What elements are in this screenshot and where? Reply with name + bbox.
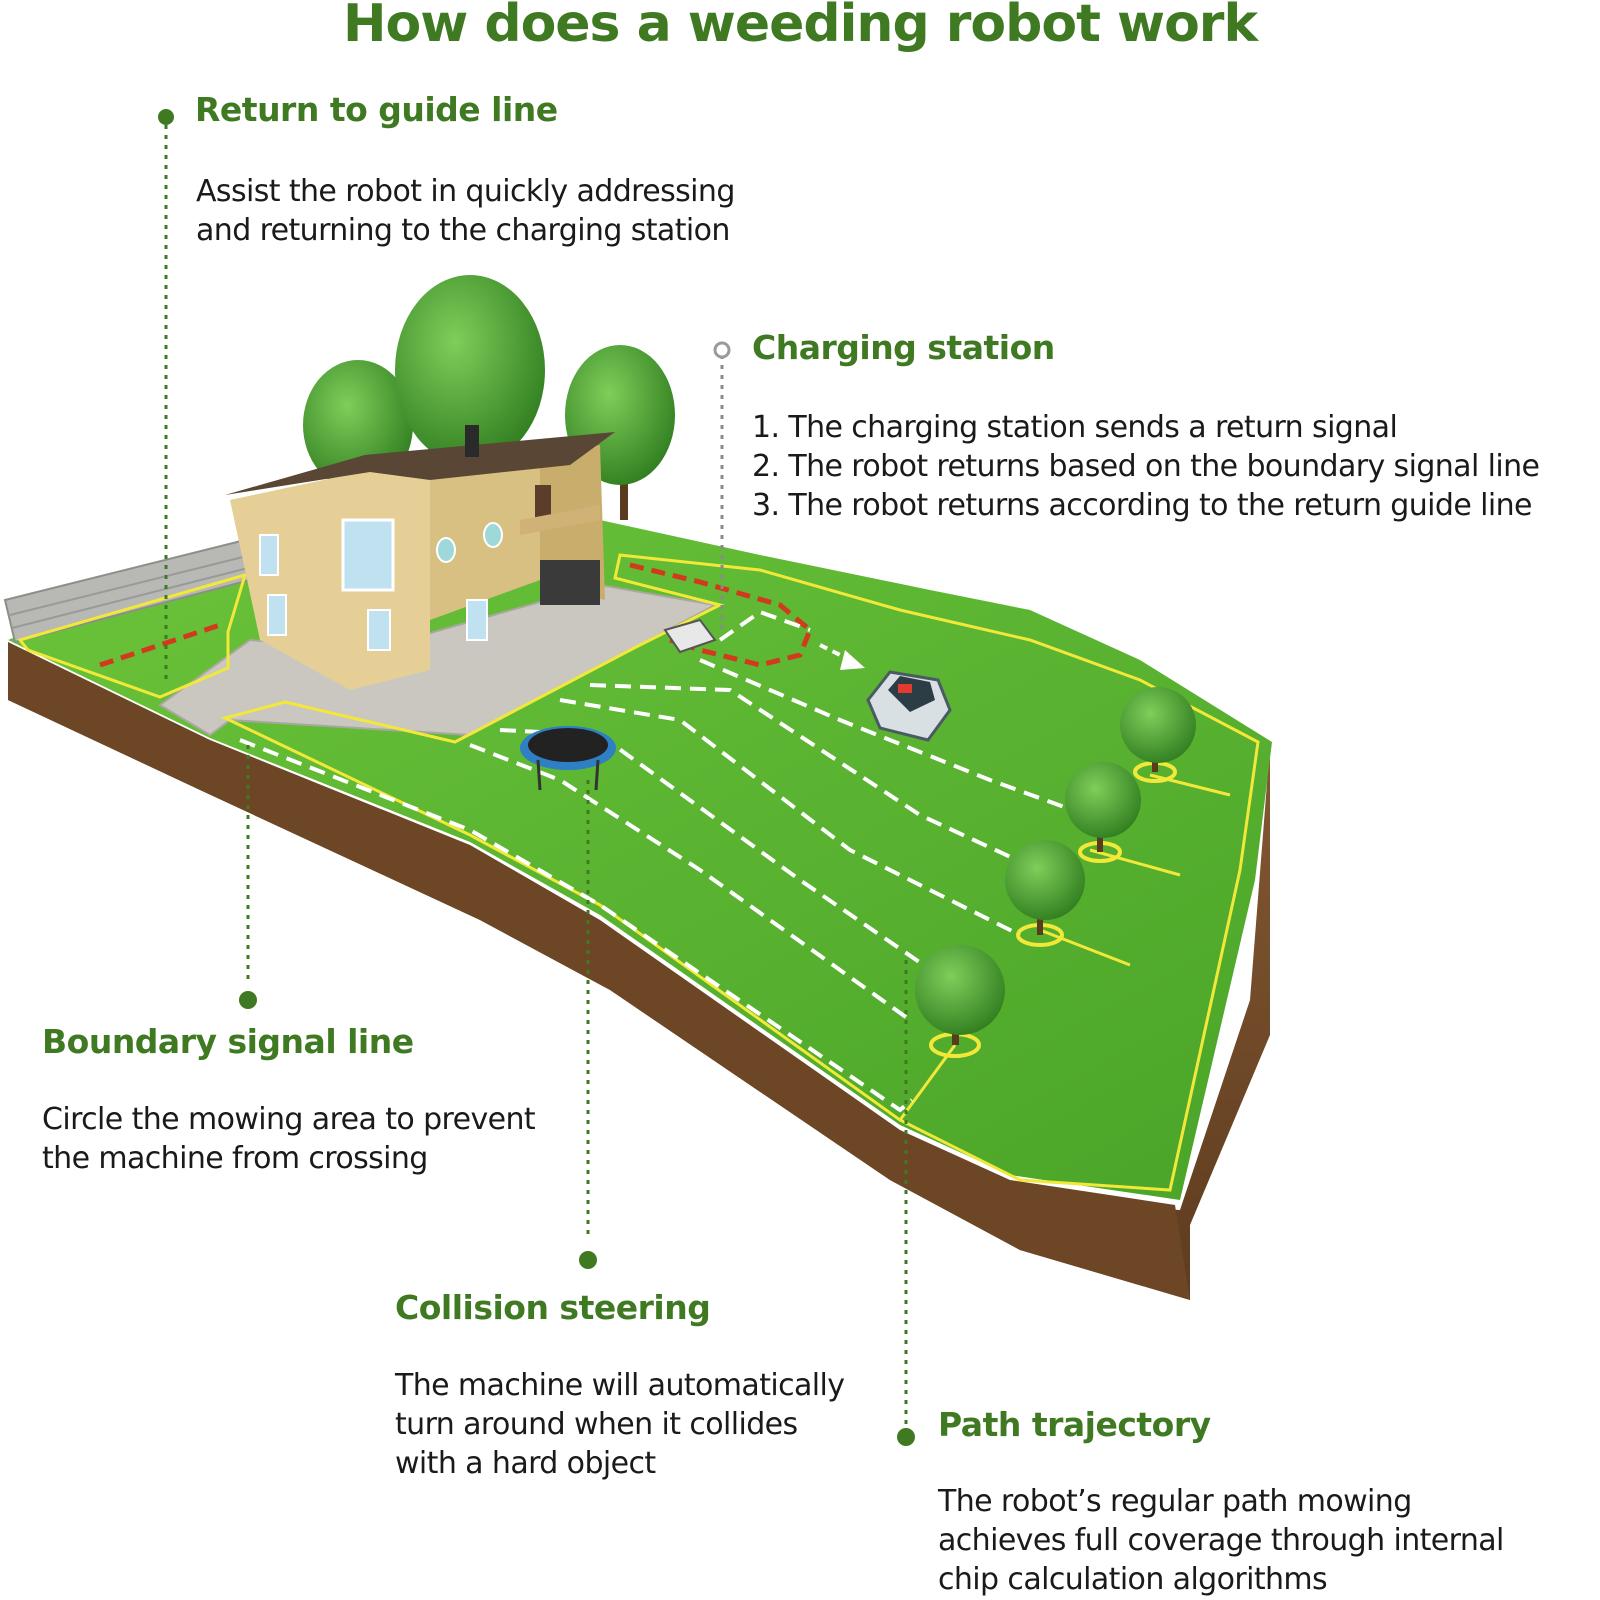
description-line: Assist the robot in quickly addressing	[196, 174, 735, 209]
charging-heading: Charging station	[752, 328, 1055, 367]
description-line: 1. The charging station sends a return s…	[752, 410, 1398, 445]
return-guide-description: Assist the robot in quickly addressing a…	[196, 172, 735, 250]
description-line: 3. The robot returns according to the re…	[752, 488, 1532, 523]
weeding-robot	[866, 670, 952, 742]
return-guide-heading: Return to guide line	[195, 90, 558, 129]
return-guide-bullet	[158, 109, 174, 125]
perimeter-trees	[915, 687, 1196, 1058]
description-line: The robot’s regular path mowing	[938, 1484, 1412, 1519]
description-line: turn around when it collides	[395, 1407, 798, 1442]
path-bullet	[897, 1428, 915, 1446]
charging-description: 1. The charging station sends a return s…	[752, 408, 1540, 525]
path-heading: Path trajectory	[938, 1405, 1211, 1444]
description-line: 2. The robot returns based on the bounda…	[752, 449, 1540, 484]
description-line: with a hard object	[395, 1446, 656, 1481]
boundary-bullet	[239, 991, 257, 1009]
boundary-description: Circle the mowing area to prevent the ma…	[42, 1100, 536, 1178]
description-line: The machine will automatically	[395, 1368, 845, 1403]
tree-wire-spurs	[898, 773, 1231, 1121]
description-line: chip calculation algorithms	[938, 1562, 1328, 1597]
page-title: How does a weeding robot work	[342, 0, 1258, 54]
description-line: Circle the mowing area to prevent	[42, 1102, 536, 1137]
path-description: The robot’s regular path mowing achieves…	[938, 1482, 1504, 1599]
description-line: achieves full coverage through internal	[938, 1523, 1504, 1558]
return-guide-line	[99, 562, 813, 668]
collision-heading: Collision steering	[395, 1288, 711, 1327]
house	[225, 425, 615, 690]
leader-lines	[164, 125, 908, 1425]
trampoline	[520, 726, 616, 791]
soil-front	[8, 642, 1190, 1300]
direction-arrow	[819, 643, 851, 662]
boundary-heading: Boundary signal line	[42, 1022, 414, 1061]
charging-bullet	[713, 341, 731, 359]
description-line: and returning to the charging station	[196, 213, 730, 248]
charging-station	[663, 618, 717, 654]
collision-bullet	[579, 1251, 597, 1269]
description-line: the machine from crossing	[42, 1141, 428, 1176]
collision-description: The machine will automatically turn arou…	[395, 1366, 845, 1483]
